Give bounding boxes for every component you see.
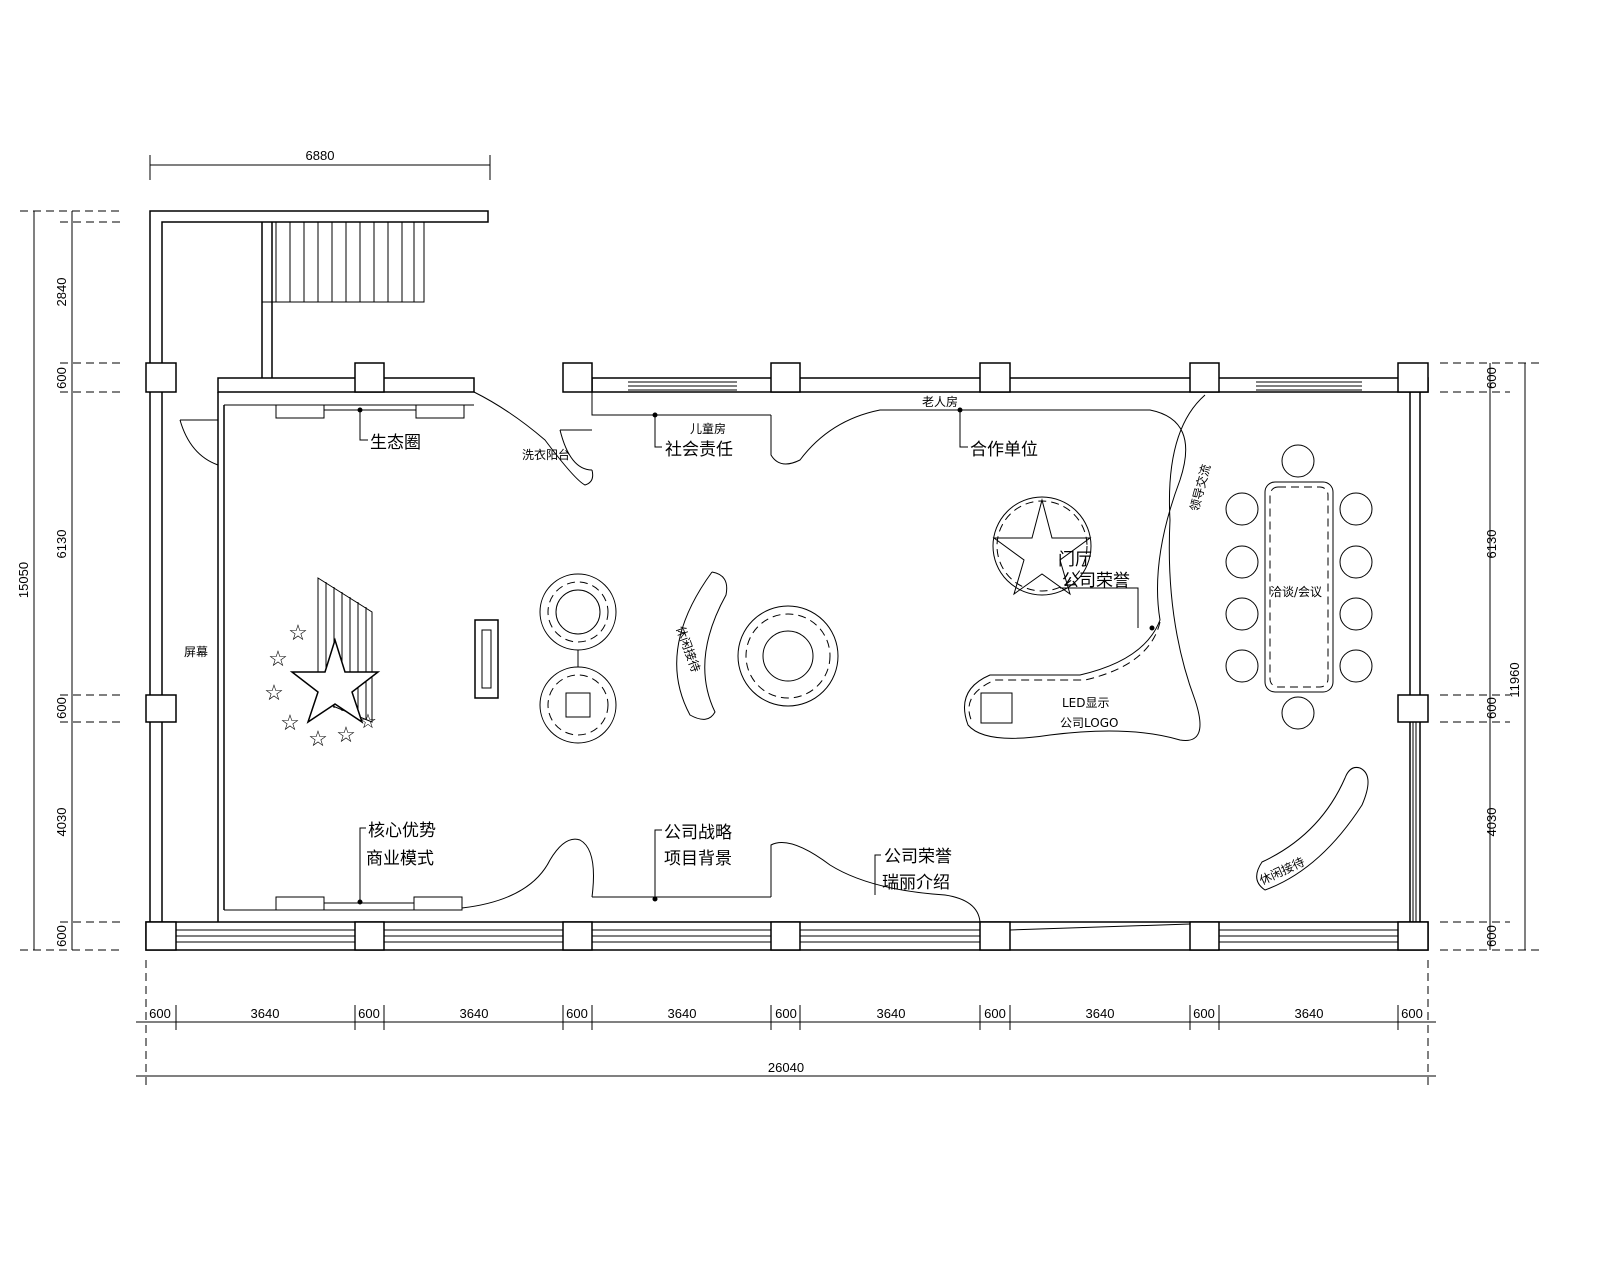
- label-led-display: LED显示: [1062, 696, 1110, 710]
- label-honor-bottom: 公司荣誉: [884, 847, 952, 867]
- label-company-logo: 公司LOGO: [1060, 716, 1118, 730]
- dim-bottom-total: 26040: [768, 1060, 804, 1075]
- reception-star: [992, 496, 1092, 596]
- dim-label: 6130: [1484, 530, 1499, 559]
- dim-label: 600: [984, 1006, 1006, 1021]
- dim-label: 600: [1484, 367, 1499, 389]
- lounge-sofa-right: [1256, 767, 1369, 891]
- svg-text:☆: ☆: [288, 620, 308, 645]
- dim-label: 600: [775, 1006, 797, 1021]
- dim-label: 3640: [1086, 1006, 1115, 1021]
- dim-label: 600: [54, 925, 69, 947]
- svg-text:☆: ☆: [359, 711, 377, 733]
- dim-label: 600: [54, 367, 69, 389]
- label-screen: 屏幕: [184, 645, 208, 659]
- round-table-bottom: [539, 666, 617, 744]
- label-lobby: 门厅: [1058, 550, 1092, 570]
- label-leaders: [357, 407, 1155, 905]
- dim-bottom-chain: 600 3640 600 3640 600 3640 600 3640 600 …: [149, 1006, 1423, 1021]
- dim-label: 600: [149, 1006, 171, 1021]
- dim-label: 4030: [1484, 808, 1499, 837]
- dim-top: 6880: [306, 148, 335, 163]
- doors: [179, 419, 593, 471]
- label-elder-room: 老人房: [922, 394, 958, 409]
- dim-left-chain: 2840 600 6130 600 4030 600: [54, 278, 69, 947]
- dim-label: 600: [358, 1006, 380, 1021]
- columns: [145, 362, 1429, 951]
- svg-text:☆: ☆: [280, 710, 300, 735]
- svg-text:☆: ☆: [268, 646, 288, 671]
- dim-left-total: 15050: [16, 562, 31, 598]
- dim-label: 3640: [460, 1006, 489, 1021]
- label-meeting: 洽谈/会议: [1270, 585, 1322, 599]
- svg-text:☆: ☆: [336, 722, 356, 747]
- room-labels: 生态圈 洗衣阳台 儿童房 社会责任 老人房 合作单位 门厅 公司荣誉 领导交流 …: [184, 394, 1322, 893]
- lounge-sofa-center: [676, 571, 728, 720]
- label-strategy: 公司战略: [664, 823, 732, 843]
- dim-label: 6130: [54, 530, 69, 559]
- windows: [176, 381, 1417, 943]
- dim-label: 600: [1484, 925, 1499, 947]
- display-walls: [275, 391, 1206, 923]
- display-stand: [474, 619, 499, 699]
- svg-text:☆: ☆: [264, 680, 284, 705]
- label-partners: 合作单位: [970, 440, 1038, 460]
- furniture: ☆☆ ☆☆ ☆☆ ☆: [264, 444, 1373, 891]
- walls: [145, 210, 1429, 951]
- dim-label: 600: [1401, 1006, 1423, 1021]
- central-round-table: [737, 605, 839, 707]
- label-laundry-balcony: 洗衣阳台: [522, 447, 570, 462]
- label-leader-exchange: 领导交流: [1186, 463, 1213, 513]
- dim-label: 600: [566, 1006, 588, 1021]
- svg-text:☆: ☆: [308, 726, 328, 751]
- dim-right-chain: 600 6130 600 4030 600: [1484, 367, 1499, 947]
- label-ruili-intro: 瑞丽介绍: [882, 873, 950, 893]
- dim-label: 600: [54, 697, 69, 719]
- dim-label: 3640: [877, 1006, 906, 1021]
- dim-label: 3640: [668, 1006, 697, 1021]
- dim-label: 2840: [54, 278, 69, 307]
- stairs: [261, 221, 425, 303]
- label-project-background: 项目背景: [664, 849, 732, 869]
- label-kids-room: 儿童房: [690, 421, 726, 436]
- dim-label: 600: [1193, 1006, 1215, 1021]
- meeting-table: [1225, 444, 1373, 730]
- star-logo-icon: ☆☆ ☆☆ ☆☆ ☆: [264, 577, 381, 751]
- label-core-advantage: 核心优势: [368, 821, 436, 841]
- dim-label: 600: [1484, 697, 1499, 719]
- label-business-model: 商业模式: [366, 849, 434, 869]
- led-screen: [980, 692, 1013, 724]
- dim-label: 3640: [251, 1006, 280, 1021]
- label-honor-top: 公司荣誉: [1062, 571, 1130, 591]
- dimension-lines: [20, 155, 1540, 1085]
- dim-right-total: 11960: [1507, 662, 1522, 697]
- dim-label: 3640: [1295, 1006, 1324, 1021]
- label-ecology: 生态圈: [370, 433, 421, 453]
- label-social-responsibility: 社会责任: [665, 440, 733, 460]
- dim-label: 4030: [54, 808, 69, 837]
- round-table-top: [539, 573, 617, 651]
